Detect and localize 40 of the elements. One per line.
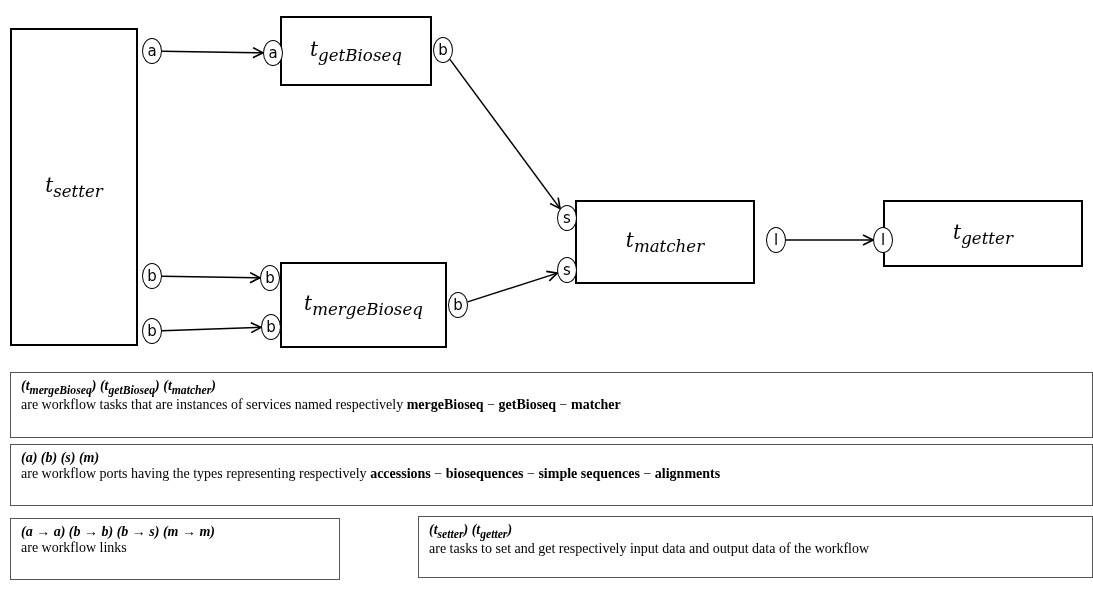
note-text: are workflow links: [21, 540, 128, 556]
port-circle: b: [261, 314, 281, 340]
port-circle: l: [873, 227, 893, 253]
task-label: t$_{setter}$: [45, 173, 103, 201]
port-circle: b: [142, 318, 162, 344]
task-box: [280, 262, 447, 348]
note-box: [10, 444, 1093, 506]
note-text: are workflow ports having the types representing respectively accessions − biosequences − simple sequences − alignments: [21, 466, 722, 482]
task-label: t$_{getter}$: [953, 219, 1013, 248]
note-box: [10, 372, 1093, 438]
arrow: [161, 46, 264, 59]
note-text: are tasks to set and get respectively input data and output data of the workflow: [429, 540, 871, 557]
note-heading: (t$_{mergeBioseq}$) (t$_{getBioseq}$) (t$_{matcher}$): [21, 378, 217, 397]
arrow: [161, 321, 262, 334]
note-box: [418, 516, 1093, 578]
note-box: [10, 518, 340, 580]
note-heading: (t$_{setter}$) (t$_{getter}$): [429, 522, 514, 541]
task-box: [10, 28, 138, 346]
task-label: t$_{matcher}$: [625, 228, 705, 256]
port-circle: s: [557, 205, 577, 231]
arrow: [449, 58, 561, 210]
port-circle: b: [260, 265, 280, 291]
task-label: t$_{mergeBioseq}$: [304, 291, 423, 319]
note-heading: (a → a) (b → b) (b → s) (m → m): [21, 524, 217, 540]
arrow: [161, 271, 261, 284]
note-heading: (a) (b) (s) (m): [21, 450, 101, 466]
port-circle: b: [142, 263, 162, 289]
task-box: [883, 200, 1083, 267]
port-circle: l: [766, 227, 786, 253]
task-box: [575, 200, 755, 284]
port-circle: b: [433, 37, 453, 63]
arrow: [785, 234, 874, 246]
port-circle: s: [557, 257, 577, 283]
arrow: [466, 270, 559, 303]
port-circle: a: [142, 38, 162, 64]
task-label: t$_{getBioseq}$: [310, 37, 402, 65]
port-circle: a: [263, 40, 283, 66]
port-circle: b: [448, 292, 468, 318]
note-text: are workflow tasks that are instances of services named respectively mergeBioseq − getBioseq − matcher: [21, 396, 622, 413]
task-box: [280, 16, 432, 86]
